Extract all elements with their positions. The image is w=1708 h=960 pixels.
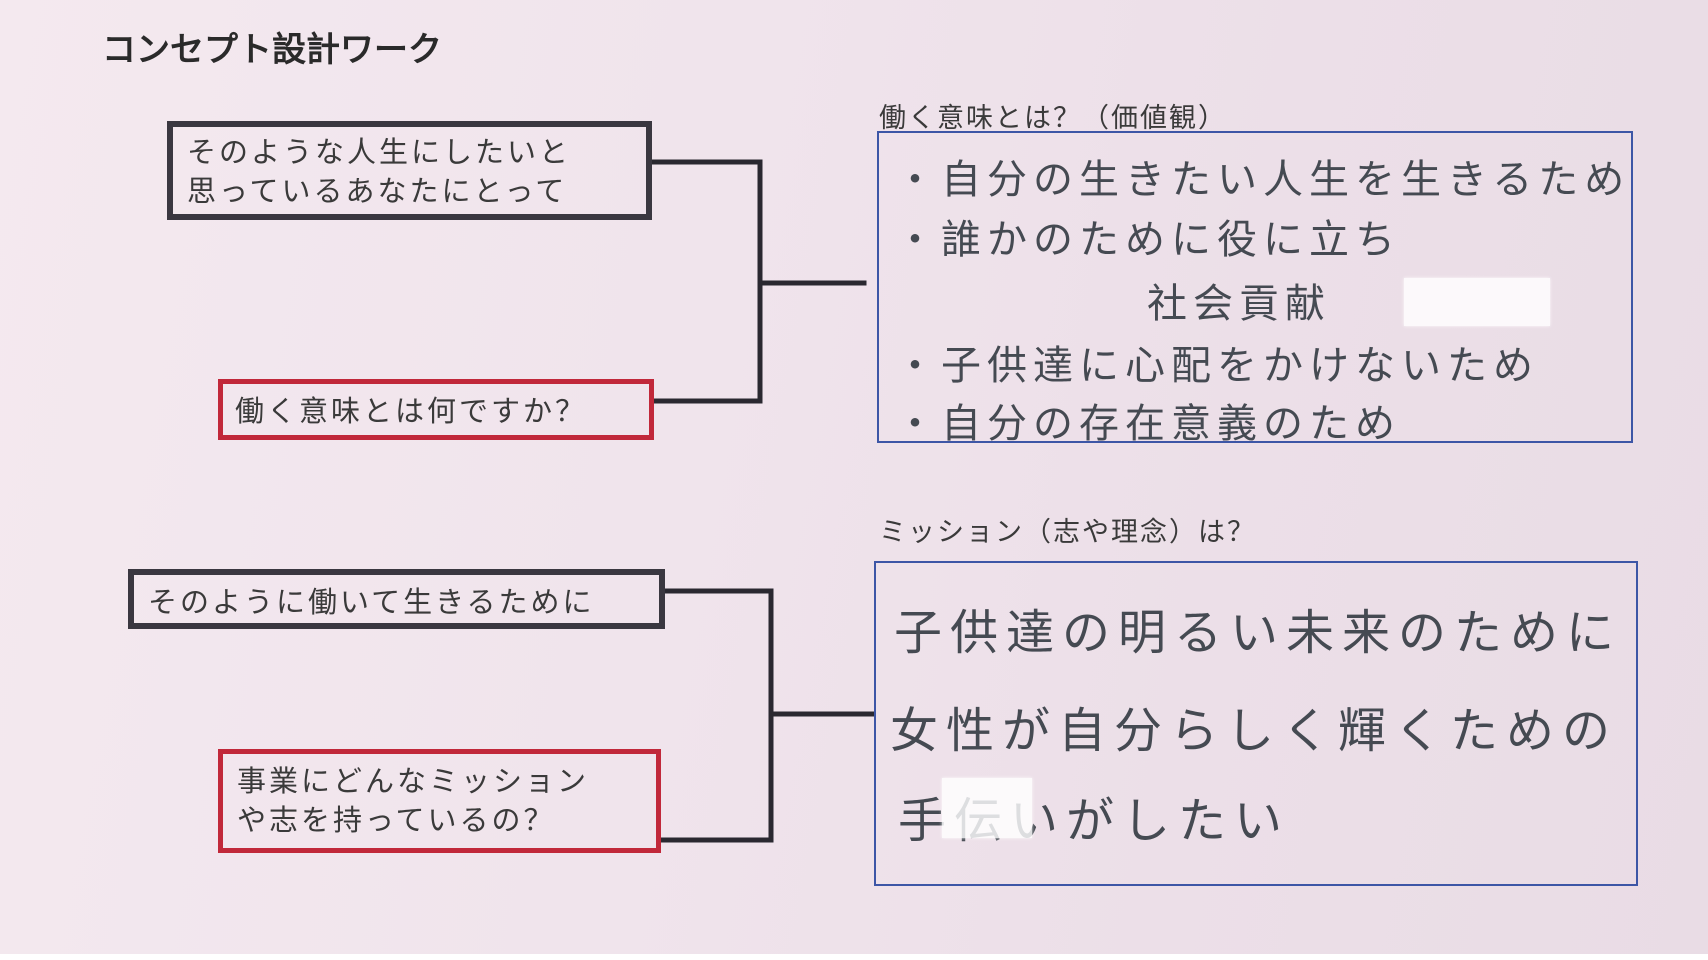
worksheet-title: コンセプト設計ワーク xyxy=(102,30,442,70)
question-text: 働く意味とは何ですか？ xyxy=(235,394,588,428)
question-text: や志を持っているの？ xyxy=(237,803,556,837)
answer-label-mission: ミッション（志や理念）は？ xyxy=(879,517,1256,548)
question-text: そのような人生にしたいと xyxy=(187,135,572,169)
correction-tape xyxy=(1404,278,1550,326)
connector-lower-bracket xyxy=(658,588,774,843)
answer-box-values: ・自分の生きたい人生を生きるため ・誰かのために役に立ち 社会貢献 ・子供達に心… xyxy=(877,131,1633,447)
question-text: そのように働いて生きるために xyxy=(148,585,595,619)
correction-tape xyxy=(942,778,1032,838)
handwritten-line: 子供達の明るい未来のために xyxy=(894,605,1623,661)
question-box-living-by-work: そのように働いて生きるために xyxy=(128,569,665,629)
handwritten-line: ・自分の存在意義のため xyxy=(895,401,1401,447)
connector-upper-bracket xyxy=(649,159,763,404)
handwritten-line: ・子供達に心配をかけないため xyxy=(895,343,1539,389)
question-box-life: そのような人生にしたいと 思っているあなたにとって xyxy=(167,121,652,220)
handwritten-line: 女性が自分らしく輝くための xyxy=(890,703,1619,759)
question-box-meaning-of-work: 働く意味とは何ですか？ xyxy=(218,379,654,440)
question-text: 事業にどんなミッション xyxy=(237,764,590,798)
question-text: 思っているあなたにとって xyxy=(187,174,568,208)
handwritten-line: 社会貢献 xyxy=(1147,281,1331,327)
question-box-business-mission: 事業にどんなミッション や志を持っているの？ xyxy=(218,749,661,853)
handwritten-line: ・誰かのために役に立ち xyxy=(895,217,1401,263)
answer-box-mission: 子供達の明るい未来のために 女性が自分らしく輝くための 手伝いがしたい xyxy=(874,561,1638,886)
answer-label-values: 働く意味とは？（価値観） xyxy=(879,103,1227,134)
handwritten-line: ・自分の生きたい人生を生きるため xyxy=(895,157,1631,203)
